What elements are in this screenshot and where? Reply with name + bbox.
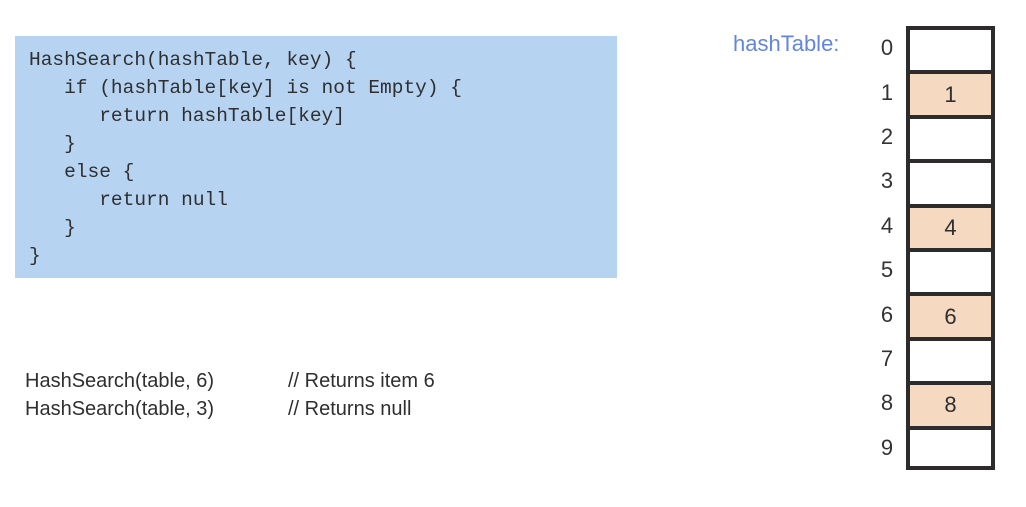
pseudocode-text: HashSearch(hashTable, key) { if (hashTab… xyxy=(29,49,462,267)
example-call-text: HashSearch(table, 3) xyxy=(25,398,214,420)
hash-cell-9[interactable] xyxy=(906,425,995,470)
hash-cell-7[interactable] xyxy=(906,336,995,382)
table-row: 8 8 xyxy=(868,381,995,426)
example-call-text: HashSearch(table, 6) xyxy=(25,370,214,392)
table-row: 3 xyxy=(868,159,995,204)
hash-cell-3[interactable] xyxy=(906,159,995,204)
hash-cell-2[interactable] xyxy=(906,114,995,160)
hash-cell-0[interactable] xyxy=(906,26,995,71)
example-comment-text: // Returns item 6 xyxy=(288,370,435,392)
hash-table-label: hashTable: xyxy=(733,31,840,56)
table-row: 5 xyxy=(868,247,995,293)
hash-cell-8[interactable]: 8 xyxy=(906,381,995,426)
row-index-9: 9 xyxy=(880,434,894,460)
row-index-5: 5 xyxy=(880,257,894,283)
table-row: 0 xyxy=(868,26,995,71)
row-index-3: 3 xyxy=(880,168,894,194)
table-row: 4 4 xyxy=(868,203,995,248)
row-index-0: 0 xyxy=(880,35,894,61)
table-row: 6 6 xyxy=(868,292,995,337)
list-item: HashSearch(table, 6) // Returns item 6 xyxy=(25,367,585,395)
hash-table: 0 1 1 2 3 4 4 5 6 6 7 8 8 9 xyxy=(868,26,995,470)
table-row: 1 1 xyxy=(868,70,995,115)
row-index-6: 6 xyxy=(880,301,894,327)
table-row: 7 xyxy=(868,336,995,382)
hash-cell-5[interactable] xyxy=(906,247,995,293)
example-calls-list: HashSearch(table, 6) // Returns item 6 H… xyxy=(25,367,585,423)
row-index-8: 8 xyxy=(880,390,894,416)
hash-cell-4[interactable]: 4 xyxy=(906,203,995,248)
hash-cell-1[interactable]: 1 xyxy=(906,70,995,115)
row-index-4: 4 xyxy=(880,212,894,238)
hash-cell-6[interactable]: 6 xyxy=(906,292,995,337)
pseudocode-block: HashSearch(hashTable, key) { if (hashTab… xyxy=(15,36,617,278)
example-comment-text: // Returns null xyxy=(288,398,412,420)
list-item: HashSearch(table, 3) // Returns null xyxy=(25,395,585,423)
table-row: 9 xyxy=(868,425,995,470)
row-index-1: 1 xyxy=(880,79,894,105)
row-index-7: 7 xyxy=(880,345,894,371)
row-index-2: 2 xyxy=(880,123,894,149)
table-row: 2 xyxy=(868,114,995,160)
